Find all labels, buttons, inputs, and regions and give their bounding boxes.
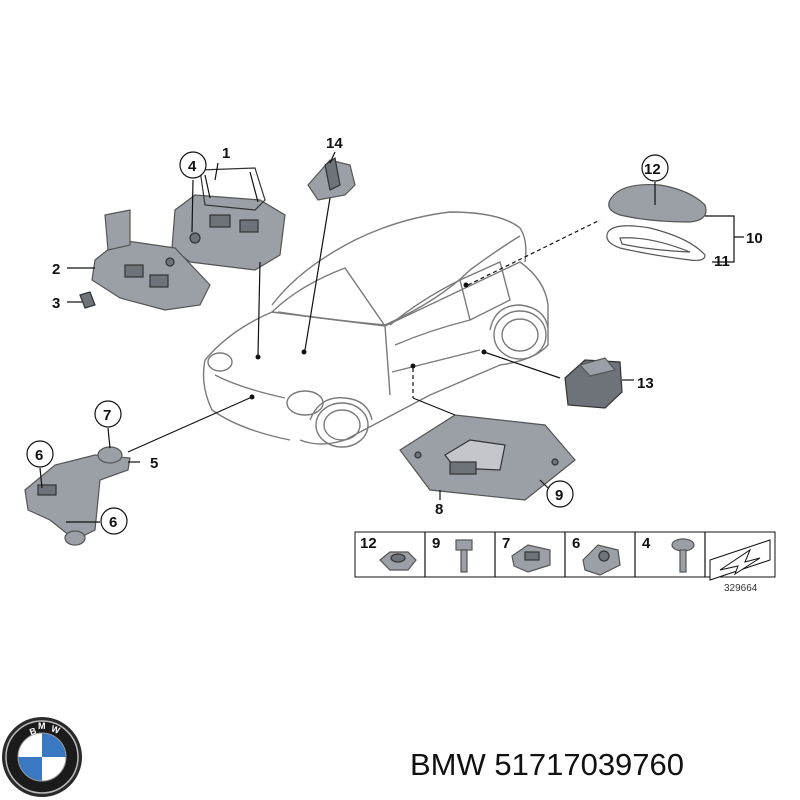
bolt-icon [455, 539, 473, 573]
callout-3: 3 [52, 295, 60, 312]
leader-lines [39, 151, 744, 523]
callout-9: 9 [555, 487, 563, 504]
screw-icon [671, 538, 695, 573]
svg-text:M: M [38, 721, 46, 731]
callout-6-lower: 6 [109, 514, 117, 531]
svg-text:B: B [28, 725, 38, 737]
clip-nut-icon [511, 544, 551, 573]
diagram-code: 329664 [724, 583, 758, 594]
legend-label-7: 7 [502, 535, 510, 552]
part-5-bracket [24, 446, 131, 546]
part-1-bracket [171, 167, 286, 271]
callout-12: 12 [644, 161, 661, 178]
arrow-sign-icon [709, 539, 771, 581]
callout-13: 13 [637, 375, 654, 392]
callout-10: 10 [746, 230, 763, 247]
car-outline [202, 211, 549, 448]
part-10-mirror-cover [606, 183, 707, 262]
nut-icon [379, 551, 417, 571]
part-14-bracket [307, 156, 356, 201]
legend-label-12: 12 [360, 535, 377, 552]
callout-7: 7 [103, 407, 111, 424]
callout-2: 2 [52, 261, 60, 278]
callout-8: 8 [435, 501, 443, 518]
part-3-screw [79, 291, 96, 309]
callout-1: 1 [222, 145, 230, 162]
callout-11: 11 [714, 253, 730, 270]
svg-text:W: W [50, 723, 62, 735]
part-2-plate [91, 209, 211, 311]
callout-labels: 1 4 2 3 14 12 10 11 13 7 6 5 6 8 9 [26, 135, 763, 535]
part-13-module [564, 357, 623, 409]
fastener-legend: 12 9 7 6 4 329664 [354, 531, 776, 594]
legend-label-9: 9 [432, 535, 440, 552]
part-number-caption: BMW 51717039760 [410, 747, 684, 782]
bmw-logo: B M W [2, 717, 82, 797]
legend-label-6: 6 [572, 535, 580, 552]
callout-5: 5 [150, 455, 158, 472]
callout-4: 4 [188, 158, 197, 175]
part-8-underbody-plate [399, 414, 576, 501]
callout-6-upper: 6 [35, 447, 43, 464]
legend-label-4: 4 [642, 535, 651, 552]
callout-14: 14 [326, 135, 343, 152]
spring-nut-icon [582, 544, 621, 576]
